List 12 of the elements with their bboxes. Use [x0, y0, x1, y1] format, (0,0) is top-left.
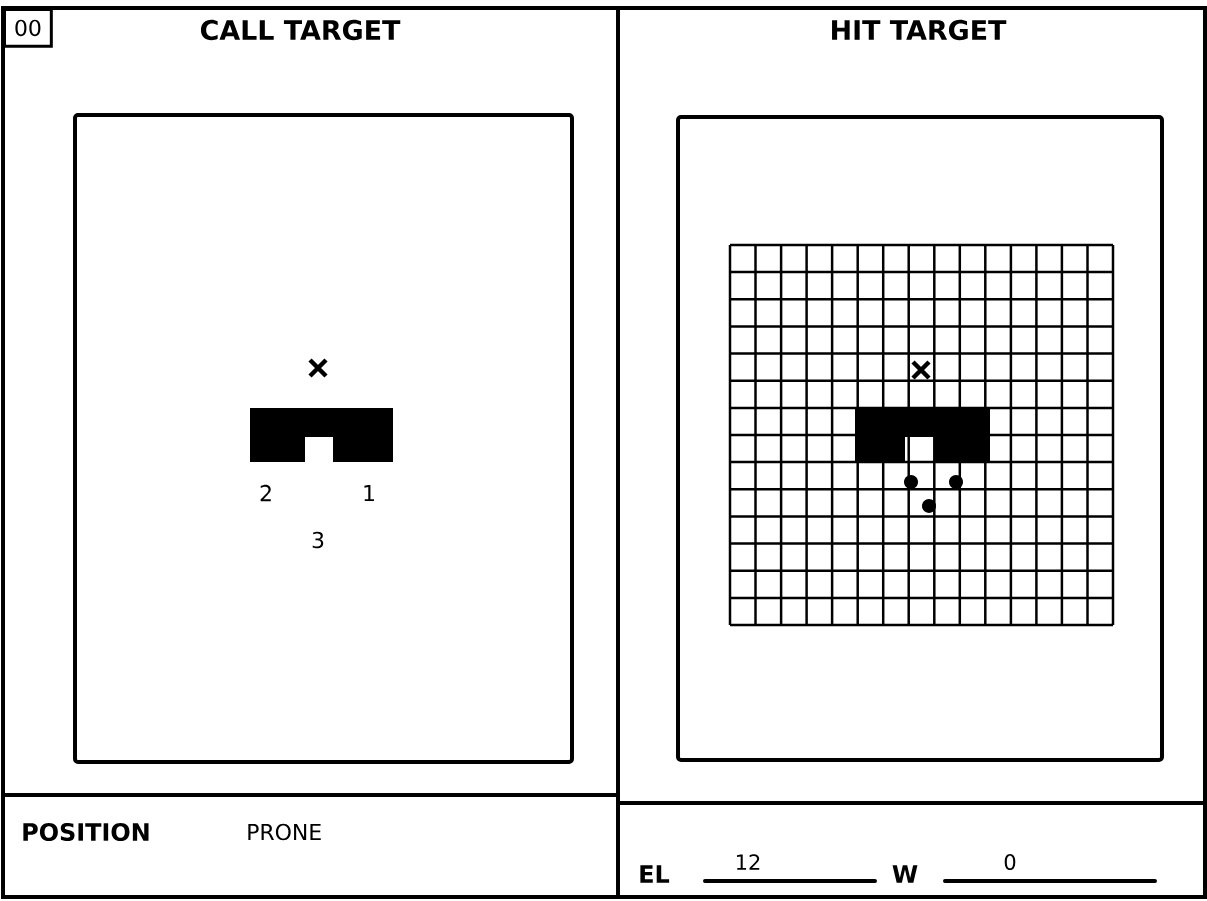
- field-label: W: [892, 865, 918, 883]
- panel-title: HIT TARGET: [832, 19, 1007, 41]
- aim-point-number: 3: [312, 531, 324, 549]
- field-value: 0: [1004, 854, 1016, 870]
- field-label: EL: [640, 865, 670, 883]
- field-value: PRONE: [248, 823, 321, 841]
- panel-title: CALL TARGET: [200, 19, 401, 41]
- number-box: 00: [3, 8, 53, 48]
- field-label: POSITION: [23, 822, 149, 842]
- field-value: 12: [737, 854, 760, 870]
- aim-point-number: 2: [260, 484, 271, 502]
- aim-point-number: 1: [364, 485, 374, 501]
